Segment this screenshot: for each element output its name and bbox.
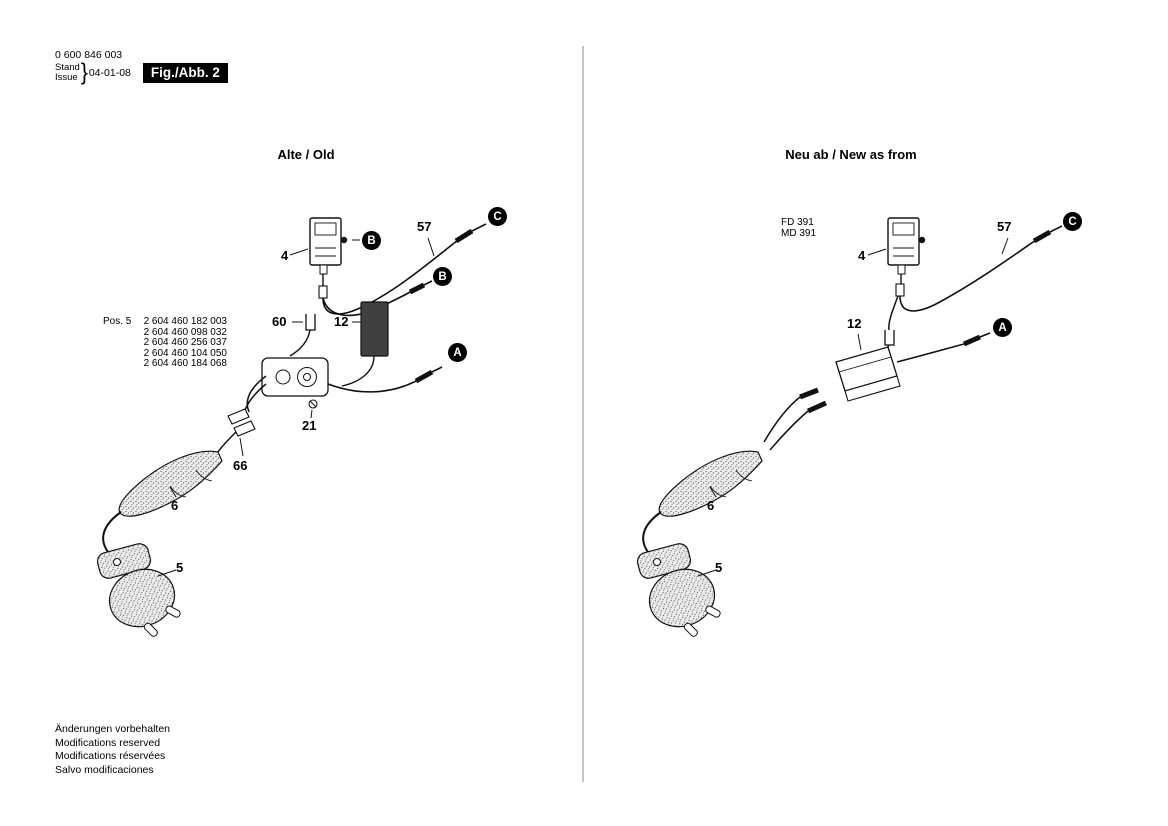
type-codes: FD 391 MD 391	[781, 217, 816, 239]
old-panel-title: Alte / Old	[277, 147, 335, 162]
switch-terminal-new	[895, 283, 905, 297]
new-panel-title: Neu ab / New as from	[785, 147, 917, 162]
switch-new	[887, 217, 926, 275]
callout-12-old: 12	[334, 314, 349, 329]
connector-badge-b-mid-old: B	[433, 267, 452, 286]
plug-old	[94, 541, 184, 639]
callout-4-old: 4	[281, 248, 289, 263]
screw-21-old	[308, 399, 318, 419]
wire-to-a-old	[327, 366, 443, 393]
plug-new	[634, 541, 724, 639]
capacitor-leads-new	[763, 387, 828, 451]
callout-57-new: 57	[997, 219, 1012, 234]
type-code-fd: FD 391	[781, 217, 814, 228]
pos5-number: 2 604 460 184 068	[143, 358, 227, 370]
callout-4-new: 4	[858, 248, 866, 263]
new-version-art	[634, 217, 1063, 639]
modifications-notice: Änderungen vorbehalten Modifications res…	[55, 723, 170, 777]
pos5-number: 2 604 460 256 037	[143, 337, 227, 349]
capacitor-old	[341, 301, 389, 387]
connector-66-old	[217, 408, 256, 457]
callout-57-old: 57	[417, 219, 432, 234]
capacitor-new	[835, 333, 901, 402]
pos5-number: 2 604 460 098 032	[143, 326, 227, 338]
connector-badge-b-top-old: B	[362, 231, 381, 250]
issue-date: 04-01-08	[88, 67, 131, 79]
wire-to-a-new	[896, 332, 991, 363]
callout-66-old: 66	[233, 458, 248, 473]
switch-old	[309, 217, 348, 275]
notice-line-en: Modifications reserved	[55, 736, 161, 749]
issue-row: Stand Issue } 04-01-08 Fig./Abb. 2	[55, 59, 228, 86]
old-version-art	[94, 217, 487, 639]
callout-6-old: 6	[171, 498, 179, 513]
connector-badge-c-old: C	[488, 207, 507, 226]
notice-line-de: Änderungen vorbehalten	[55, 723, 171, 735]
stand-label: Stand	[55, 61, 80, 73]
callout-5-new: 5	[715, 560, 723, 575]
notice-line-fr: Modifications réservées	[55, 750, 166, 762]
clip-60-old	[289, 314, 316, 357]
connector-badge-a-new: A	[993, 318, 1012, 337]
callout-6-new: 6	[707, 498, 715, 513]
connector-badge-c-new: C	[1063, 212, 1082, 231]
wire-57-old	[322, 223, 487, 315]
callout-21-old: 21	[302, 418, 317, 433]
part-number: 0 600 846 003	[55, 49, 123, 61]
callout-12-new: 12	[847, 316, 862, 331]
switch-terminal-old	[318, 285, 328, 299]
cord-grip-old	[102, 450, 223, 553]
clip-new	[884, 330, 895, 346]
callout-5-old: 5	[176, 560, 184, 575]
pos5-prefix: Pos. 5	[103, 316, 132, 327]
brace-glyph: }	[80, 59, 88, 86]
issue-label: Issue	[55, 72, 78, 83]
pos5-line: Pos. 5 2 604 460 182 003	[103, 316, 227, 328]
notice-line-es: Salvo modificaciones	[55, 763, 154, 776]
callout-60-old: 60	[272, 314, 287, 329]
figure-label: Fig./Abb. 2	[142, 63, 228, 83]
connector-badge-a-old: A	[448, 343, 467, 362]
type-code-md: MD 391	[781, 228, 817, 239]
cord-grip-new	[642, 450, 763, 553]
wire-57-new	[899, 225, 1063, 312]
motor-block-old	[261, 357, 329, 397]
pos5-number: 2 604 460 104 050	[143, 347, 227, 359]
pos5-part-number-list: Pos. 5 2 604 460 182 003 2 604 460 098 0…	[103, 316, 227, 370]
pos5-number: 2 604 460 182 003	[143, 316, 227, 327]
